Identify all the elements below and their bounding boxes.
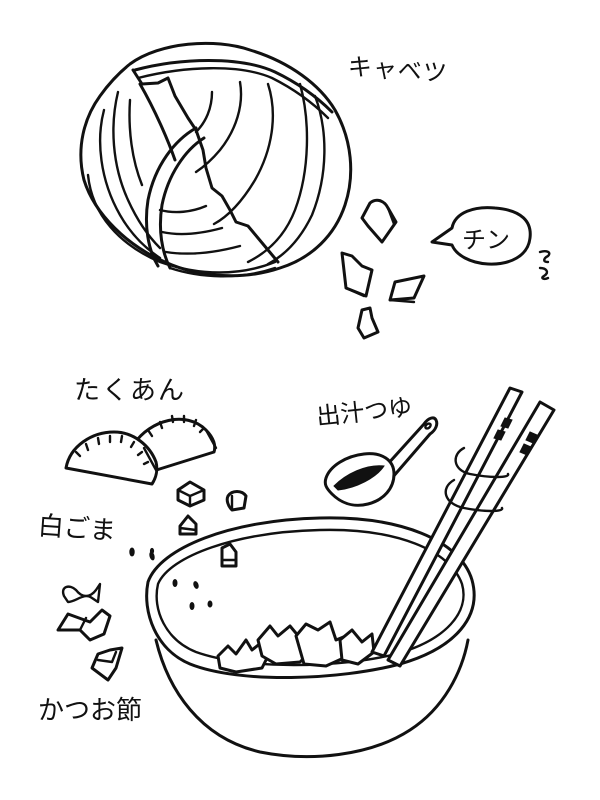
takuan-cubes-icon [176,480,248,568]
cabbage-icon [79,41,353,278]
label-white-sesame: 白ごま [36,511,117,547]
speech-bubble-icon [430,206,551,281]
label-katsuobushi: かつお節 [38,696,143,726]
takuan-slices-icon [64,414,218,486]
mixing-bowl-icon [145,516,476,759]
chopsticks-icon [370,386,556,668]
measuring-cup-icon [323,416,439,507]
cabbage-pieces-icon [340,198,426,340]
label-cabbage: キャベツ [346,52,449,88]
label-takuan: たくあん [74,376,187,406]
label-microwave-sound: チン [462,226,510,254]
bonito-flakes-icon [56,582,124,682]
sesame-seeds-icon [129,547,155,561]
